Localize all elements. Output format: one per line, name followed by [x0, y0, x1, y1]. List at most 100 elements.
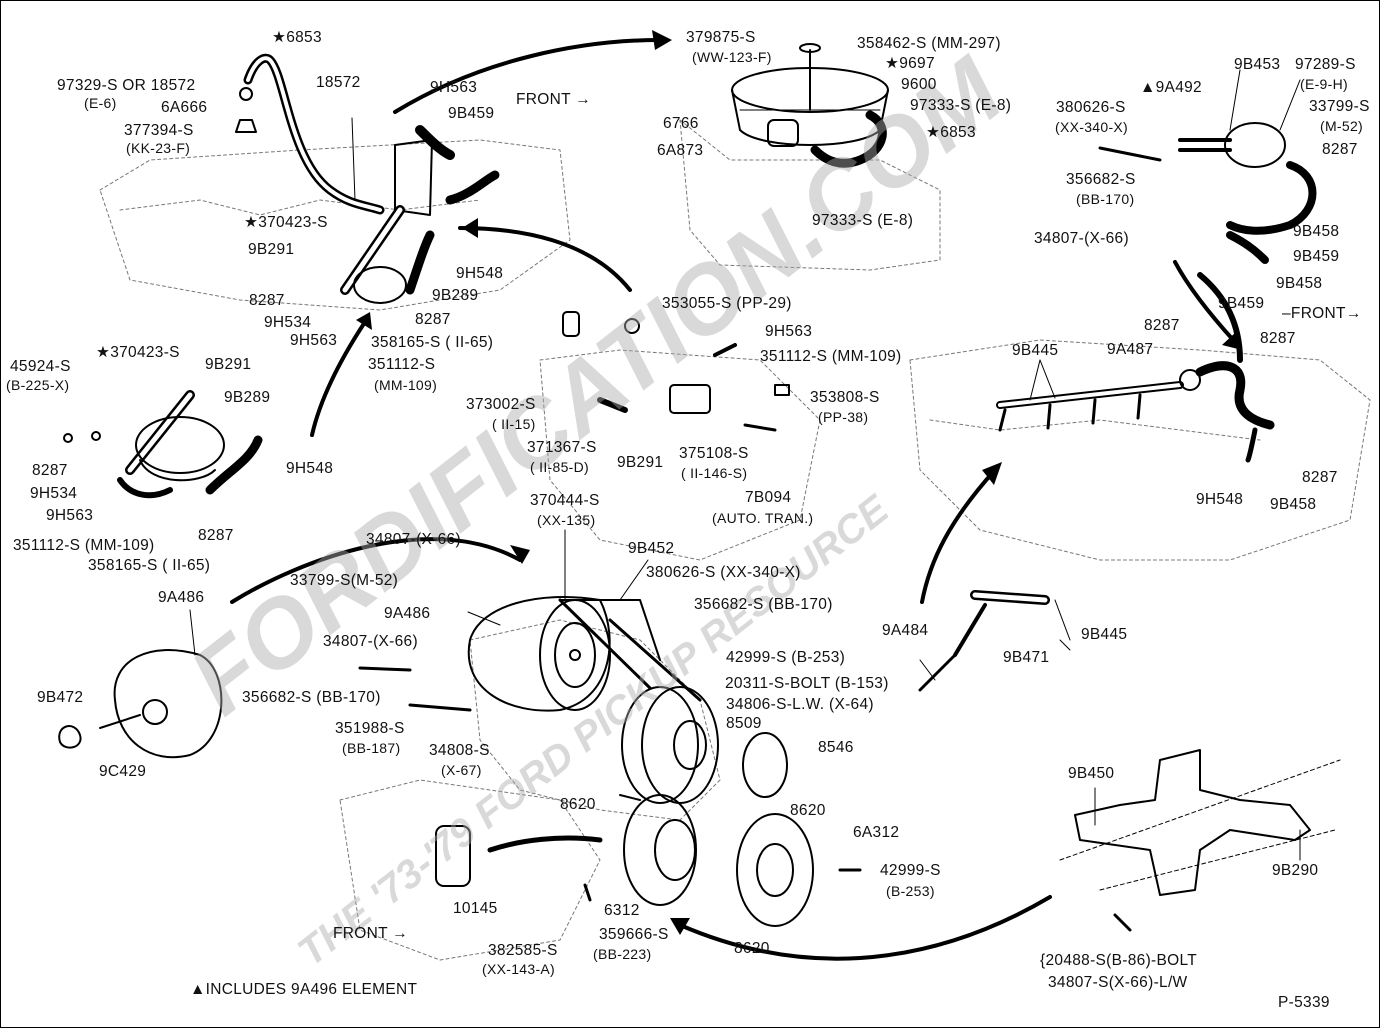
label-9A492: ▲9A492	[1140, 79, 1202, 96]
label-353808-sub: (PP-38)	[818, 409, 869, 425]
air-manifold	[996, 361, 1275, 463]
label-371367-sub: ( II-85-D)	[530, 459, 589, 475]
footnote: ▲INCLUDES 9A496 ELEMENT	[190, 981, 418, 998]
label-382585: 382585-S	[488, 942, 558, 959]
label-34807-b: 34807-(X-66)	[366, 531, 461, 548]
left-pump	[58, 649, 223, 759]
label-9B291-c: 9B291	[205, 356, 252, 373]
label-34808: 34808-S	[429, 742, 490, 759]
engine-ghost-outlines	[99, 119, 1371, 961]
label-8287-a: 8287	[249, 292, 285, 309]
label-97329: 97329-S OR 18572	[57, 77, 196, 94]
label-9B471: 9B471	[1003, 649, 1050, 666]
label-359666: 359666-S	[599, 926, 669, 943]
label-353808: 353808-S	[810, 389, 880, 406]
label-356682-b: 356682-S (BB-170)	[694, 596, 833, 613]
label-9B459-b: 9B459	[1293, 248, 1340, 265]
label-8620-b: 8620	[790, 802, 826, 819]
label-9A486-b: 9A486	[384, 605, 431, 622]
leader-lines	[189, 69, 1301, 861]
label-358165-b: 358165-S ( II-65)	[88, 557, 211, 574]
label-9B452: 9B452	[628, 540, 675, 557]
label-33799-b: 33799-S(M-52)	[290, 572, 399, 589]
label-358165-a: 358165-S ( II-65)	[371, 334, 494, 351]
label-33799-a-sub: (M-52)	[1320, 118, 1364, 134]
flow-arrows	[230, 38, 1237, 961]
label-34807-d: 34807-S(X-66)-L/W	[1048, 974, 1188, 991]
label-375108: 375108-S	[679, 445, 749, 462]
label-97333-b: 97333-S (E-8)	[812, 212, 914, 229]
diagram-id: P-5339	[1278, 994, 1330, 1011]
label-9A486-a: 9A486	[158, 589, 205, 606]
label-382585-sub: (XX-143-A)	[482, 961, 556, 977]
label-9B445-b: 9B445	[1081, 626, 1128, 643]
label-9697: ★9697	[885, 55, 935, 72]
label-42999-b-sub: (B-253)	[886, 883, 935, 899]
label-9H548-b: 9H548	[1196, 491, 1244, 508]
label-6A312: 6A312	[853, 824, 900, 841]
label-377394: 377394-S	[124, 122, 194, 139]
label-9B289-b: 9B289	[224, 389, 271, 406]
label-34808-sub: (X-67)	[441, 762, 482, 778]
label-9H548-c: 9H548	[286, 460, 334, 477]
label-9600: 9600	[901, 76, 937, 93]
label-370444-sub: (XX-135)	[537, 512, 596, 528]
label-97329-sub: (E-6)	[84, 95, 117, 111]
label-351988-sub: (BB-187)	[342, 740, 401, 756]
front-direction-top: FRONT →	[516, 91, 592, 108]
label-34807-c: 34807-(X-66)	[323, 633, 418, 650]
label-370423-b: ★370423-S	[96, 344, 180, 361]
label-9B450: 9B450	[1068, 765, 1115, 782]
label-9H563-c: 9H563	[765, 323, 813, 340]
label-370423-a: ★370423-S	[244, 214, 328, 231]
label-42999-b: 42999-S	[880, 862, 941, 879]
label-8620-a: 8620	[560, 796, 596, 813]
label-380626-b: 380626-S (XX-340-X)	[646, 564, 801, 581]
label-8620-c: 8620	[734, 940, 770, 957]
label-18572: 18572	[316, 74, 361, 91]
label-9H548-a: 9H548	[456, 265, 504, 282]
label-9B458-c: 9B458	[1270, 496, 1317, 513]
label-359666-sub: (BB-223)	[593, 946, 652, 962]
label-370444: 370444-S	[530, 492, 600, 509]
label-9B459-a: 9B459	[448, 105, 495, 122]
left-valve-assembly	[63, 390, 263, 499]
label-45924: 45924-S	[10, 358, 71, 375]
label-34806: 34806-S-L.W. (X-64)	[726, 696, 874, 713]
label-379875: 379875-S	[686, 29, 756, 46]
label-97333-a: 97333-S (E-8)	[910, 97, 1012, 114]
top-left-assembly	[235, 53, 500, 304]
label-6A666: 6A666	[161, 99, 208, 116]
label-9A484: 9A484	[882, 622, 929, 639]
label-379875-sub: (WW-123-F)	[692, 49, 772, 65]
label-34807-a: 34807-(X-66)	[1034, 230, 1129, 247]
label-351112-c: 351112-S (MM-109)	[13, 537, 155, 554]
label-6766: 6766	[663, 115, 699, 132]
label-356682-a: 356682-S	[1066, 171, 1136, 188]
label-9B445-a: 9B445	[1012, 342, 1059, 359]
bracket	[1059, 749, 1341, 932]
label-10145: 10145	[453, 900, 498, 917]
label-7B094-sub: (AUTO. TRAN.)	[712, 510, 814, 526]
label-351112-a-sub: (MM-109)	[374, 377, 438, 393]
label-8287-d: 8287	[1144, 317, 1180, 334]
label-9H534-a: 9H534	[264, 314, 312, 331]
pulleys-belts	[435, 598, 862, 927]
label-375108-sub: ( II-146-S)	[681, 465, 748, 481]
label-371367: 371367-S	[527, 439, 597, 456]
label-373002-sub: ( II-15)	[492, 416, 536, 432]
label-9H563-a: 9H563	[430, 79, 478, 96]
label-33799-a: 33799-S	[1309, 98, 1370, 115]
label-353055: 353055-S (PP-29)	[662, 295, 792, 312]
label-356682-a-sub: (BB-170)	[1076, 191, 1135, 207]
label-351112-b: 351112-S (MM-109)	[760, 348, 902, 365]
label-377394-sub: (KK-23-F)	[126, 140, 191, 156]
fittings	[562, 311, 790, 432]
label-9B291-b: 9B291	[617, 454, 664, 471]
label-9H534-b: 9H534	[30, 485, 78, 502]
label-97289: 97289-S	[1295, 56, 1356, 73]
front-direction-bottom: FRONT →	[333, 925, 409, 942]
label-42999-a: 42999-S (B-253)	[726, 649, 846, 666]
label-6312: 6312	[604, 902, 640, 919]
